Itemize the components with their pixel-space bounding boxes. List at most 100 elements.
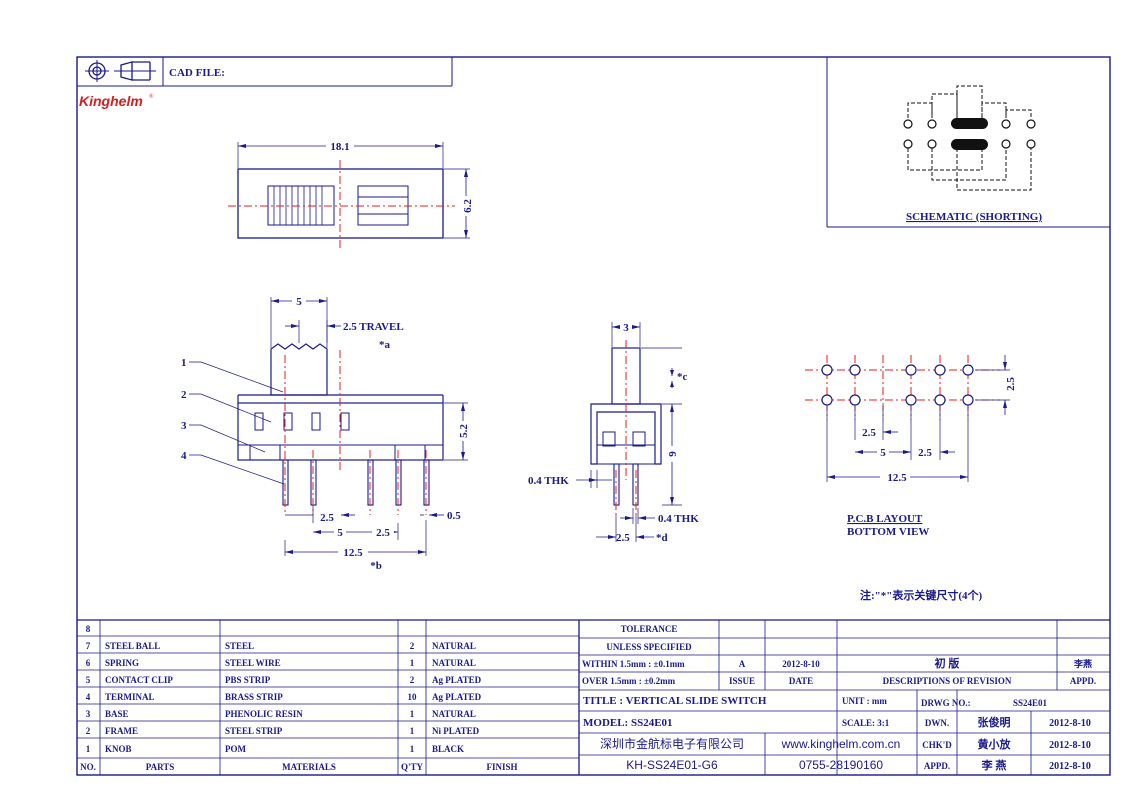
bom-qty: 1 [410,709,415,719]
bom-material: PHENOLIC RESIN [225,709,303,719]
pcb-overall-dim: 12.5 [887,472,907,484]
slot [283,412,293,431]
pin-thickness-dim: 0.5 [447,510,461,522]
bom-qty: 2 [410,641,415,651]
appd-label: APPD. [924,761,950,771]
bom-qty: 10 [408,692,418,702]
appd-header: APPD. [1070,676,1096,686]
cad-file-label: CAD FILE: [169,67,225,79]
knob [270,343,328,396]
revision-approver: 李燕 [1073,658,1092,669]
bom-no: 4 [86,692,91,702]
appd-name: 李 燕 [981,758,1007,772]
bom-finish: NATURAL [432,641,476,651]
projection-symbol-icon [85,60,156,82]
bom-finish: Ag PLATED [432,675,482,685]
bom-part: KNOB [105,744,132,754]
drwg-no: SS24E01 [1013,698,1048,708]
terminal-pins [282,459,430,506]
bom-material: POM [225,744,246,754]
bom-material: BRASS STRIP [225,692,283,702]
tolerance-within: WITHIN 1.5mm : ±0.1mm [582,659,685,669]
drwg-no-label: DRWG NO.: [921,698,971,708]
company-phone: 0755-28190160 [799,758,883,772]
title-block: TOLERANCE UNLESS SPECIFIED WITHIN 1.5mm … [579,620,1110,775]
bom-qty: 1 [410,658,415,668]
bom-finish: NATURAL [432,709,476,719]
pcb-layout: 2.5 2.5 5 2.5 12.5 P.C.B LAYOUT BOTTOM V… [805,355,1017,538]
bom-material: STEEL STRIP [225,726,283,736]
bom-finish: NATURAL [432,658,476,668]
part-number: KH-SS24E01-G6 [626,758,718,772]
tolerance-over: OVER 1.5mm : ±0.2mm [582,676,676,686]
revision-letter: A [739,659,746,669]
slot [311,412,321,431]
pcb-span-dim: 5 [880,447,886,459]
unit-label: UNIT : mm [842,696,887,706]
callout-1: 1 [181,357,187,369]
side-view: 5 2.5 TRAVEL *a 5.2 2.5 5 2.5 0.5 [181,294,470,572]
pcb-subtitle: BOTTOM VIEW [847,526,929,538]
bom-material: STEEL WIRE [225,658,281,668]
brand-logo: Kinghelm [79,93,143,109]
top-view: 18.1 6.2 [228,139,474,248]
descriptions-header: DESCRIPTIONS OF REVISION [883,676,1012,686]
travel-dim: 2.5 TRAVEL [343,321,404,333]
pin-pitch-dim-b: 2.5 [376,527,390,539]
brand-registered-mark: ® [149,93,154,100]
pin-pitch-dim: 2.5 [320,512,334,524]
pin-span-dim: 5 [337,527,343,539]
bom-qty: 1 [410,744,415,754]
bom-part: SPRING [105,658,139,668]
body-height-dim: 5.2 [458,424,470,438]
bom-no: 7 [86,641,91,651]
bom-header-parts: PARTS [146,762,175,772]
scale-label: SCALE: 3:1 [842,718,890,728]
company-website: www.kinghelm.com.cn [781,737,901,751]
chkd-name: 黄小放 [978,737,1012,751]
date-header: DATE [789,676,813,686]
revision-date: 2012-8-10 [782,659,820,669]
bom-no: 8 [86,624,91,634]
slot [340,412,350,431]
pcb-title: P.C.B LAYOUT [847,513,923,525]
drawing-title: TITLE : VERTICAL SLIDE SWITCH [583,695,767,707]
thk-left-dim: 0.4 THK [528,475,569,487]
bom-part: BASE [105,709,129,719]
model-label: MODEL: SS24E01 [583,717,673,729]
sheet-border [76,56,1111,776]
pcb-row-spacing-dim: 2.5 [1005,377,1017,391]
overall-note: *b [370,560,382,572]
overall-span-dim: 12.5 [343,547,363,559]
bom-part: TERMINAL [105,692,155,702]
slot [254,412,264,431]
shorting-bar [951,118,988,129]
bom-no: 5 [86,675,91,685]
bom-material: STEEL [225,641,254,651]
top-height-dim: 6.2 [462,199,474,213]
thk-right-dim: 0.4 THK [658,513,699,525]
dwn-name: 张俊明 [978,715,1011,729]
end-c-note: *c [677,371,688,383]
callout-3: 3 [181,420,187,432]
bom-finish: Ag PLATED [432,692,482,702]
bom-no: 3 [86,709,91,719]
company-name: 深圳市金航标电子有限公司 [600,736,744,751]
end-pitch-dim: 2.5 [616,532,630,544]
bom-no: 2 [86,726,91,736]
schematic-label: SCHEMATIC (SHORTING) [906,211,1042,223]
bom-header-no: NO. [80,762,96,772]
schematic-block: SCHEMATIC (SHORTING) [826,57,1110,228]
shorting-bar [951,139,988,150]
end-width-dim: 3 [623,322,629,334]
key-dimension-note: 注:"*"表示关键尺寸(4个) [860,588,983,602]
chkd-date: 2012-8-10 [1049,740,1091,751]
bom-part: CONTACT CLIP [105,675,173,685]
bom-header-qty: Q'TY [401,762,424,772]
bom-part: STEEL BALL [105,641,160,651]
bom-qty: 1 [410,726,415,736]
end-view: 3 *c 9 0.4 THK 0.4 THK 2.5 *d [528,320,699,544]
header-block: CAD FILE: Kinghelm ® [77,57,453,109]
knob-width-dim: 5 [296,296,302,308]
